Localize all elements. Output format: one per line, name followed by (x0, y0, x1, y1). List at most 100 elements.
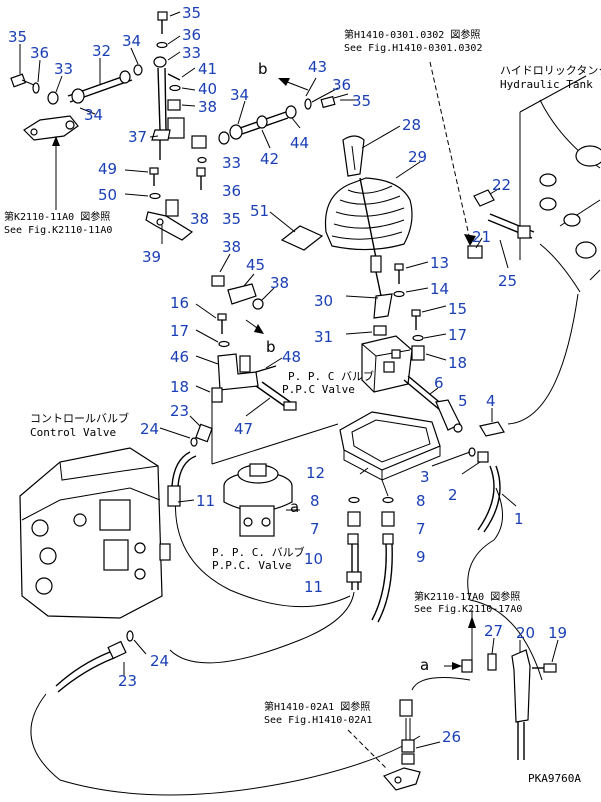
hydraulic-tank-label-en: Hydraulic Tank (500, 78, 593, 91)
part-number: 36 (222, 182, 241, 200)
ppc-valve-lower (223, 463, 300, 537)
part-number: 19 (548, 624, 567, 642)
part-number: 8 (310, 492, 320, 510)
part-number: 18 (448, 354, 467, 372)
part-number: 4 (486, 392, 496, 410)
part-number: 28 (402, 116, 421, 134)
part-number: 3 (420, 468, 430, 486)
part-number: 33 (182, 44, 201, 62)
part-number: 21 (472, 228, 491, 246)
part-number: 10 (304, 550, 323, 568)
part-number: 31 (314, 328, 333, 346)
part-number: 9 (416, 548, 426, 566)
ref-label-jp: 第H1410-02A1 図参照 (264, 700, 370, 713)
part-number: 38 (222, 238, 241, 256)
part-number: 22 (492, 176, 511, 194)
part-number: 20 (516, 624, 535, 642)
ref-label-jp: 第K2110-11A0 図参照 (4, 210, 110, 223)
control-valve (19, 415, 213, 619)
ref-label-jp: 第K2110-17A0 図参照 (414, 590, 520, 603)
part-number: 42 (260, 150, 279, 168)
part-number: 41 (198, 60, 217, 78)
marker-a: a (420, 656, 429, 674)
part-number: 35 (8, 28, 27, 46)
part-number: 17 (170, 322, 189, 340)
part-number: 48 (282, 348, 301, 366)
reference-labels: 第H1410-0301.0302 図参照 See Fig.H1410-0301.… (4, 28, 522, 726)
joystick-lever-assembly (324, 125, 429, 336)
part-51-sheet (269, 211, 324, 251)
marker-a: a (290, 498, 299, 516)
part-number: 17 (448, 326, 467, 344)
lower-left-hose (30, 630, 421, 796)
part-number: 35 (182, 4, 201, 22)
part-number: 46 (170, 348, 189, 366)
ref-label-en: See Fig.K2110-11A0 (4, 225, 112, 236)
part-number: 34 (122, 32, 141, 50)
hydraulic-tank-label-jp: ハイドロリックタンク (500, 64, 601, 77)
part-number: 12 (306, 464, 325, 482)
ref-label-jp: 第H1410-0301.0302 図参照 (344, 28, 480, 41)
part-number: 24 (150, 652, 169, 670)
hoses-center (169, 479, 395, 664)
ppc-valve-lower-label-en: P.P.C. Valve (212, 559, 291, 572)
part-number: 45 (246, 256, 265, 274)
marker-b: b (258, 60, 268, 78)
part-number: 36 (332, 76, 351, 94)
part-number: 29 (408, 148, 427, 166)
part-number: 36 (182, 26, 201, 44)
left-ppc-bracket (195, 253, 339, 465)
ppc-valve-upper-label-en: P.P.C Valve (282, 383, 355, 396)
part-number: 11 (196, 492, 215, 510)
lower-right-bracket (347, 610, 559, 791)
part-number: 49 (98, 160, 117, 178)
component-labels: ハイドロリックタンク Hydraulic Tank コントロールバルブ Cont… (30, 64, 601, 572)
part-number: 5 (458, 392, 468, 410)
control-valve-label-jp: コントロールバルブ (30, 411, 129, 425)
part-number: 34 (84, 106, 103, 124)
part-number: 26 (442, 728, 461, 746)
part-number: 6 (434, 374, 444, 392)
part-number: 33 (54, 60, 73, 78)
part-number: 38 (190, 210, 209, 228)
part-number: 35 (222, 210, 241, 228)
part-number: 23 (118, 672, 137, 690)
part-number-callouts: 35 36 33 32 34 35 36 33 41 40 38 34 37 3… (8, 4, 567, 746)
control-valve-label-en: Control Valve (30, 426, 116, 439)
view-markers: b b a a (258, 60, 429, 674)
ppc-valve-upper (361, 305, 476, 457)
part-number: 24 (140, 420, 159, 438)
part-number: 8 (416, 492, 426, 510)
part-number: 38 (270, 274, 289, 292)
part-number: 37 (128, 128, 147, 146)
part-number: 39 (142, 248, 161, 266)
part-number: 51 (250, 202, 269, 220)
ref-label-en: See Fig.H1410-02A1 (264, 715, 372, 726)
part-number: 15 (448, 300, 467, 318)
part-number: 2 (448, 486, 458, 504)
part-number: 16 (170, 294, 189, 312)
part-number: 7 (310, 520, 320, 538)
part-number: 43 (308, 58, 327, 76)
part-number: 30 (314, 292, 333, 310)
center-vertical-lever (124, 11, 207, 244)
part-number: 14 (430, 280, 449, 298)
marker-b: b (266, 338, 276, 356)
part-number: 35 (352, 92, 371, 110)
part-number: 32 (92, 42, 111, 60)
part-number: 50 (98, 186, 117, 204)
center-horizontal-rod (218, 77, 358, 149)
ref-label-en: See Fig.K2110-17A0 (414, 604, 522, 615)
drawing-code: PKA9760A (528, 772, 581, 785)
part-number: 7 (416, 520, 426, 538)
part-number: 47 (234, 420, 253, 438)
part-number: 11 (304, 578, 323, 596)
part-number: 27 (484, 622, 503, 640)
part-number: 36 (30, 44, 49, 62)
part-number: 25 (498, 272, 517, 290)
part-number: 34 (230, 86, 249, 104)
ref-label-en: See Fig.H1410-0301.0302 (344, 43, 482, 54)
ppc-valve-lower-label-jp: P. P. C. バルブ (212, 545, 305, 559)
part-number: 13 (430, 254, 449, 272)
